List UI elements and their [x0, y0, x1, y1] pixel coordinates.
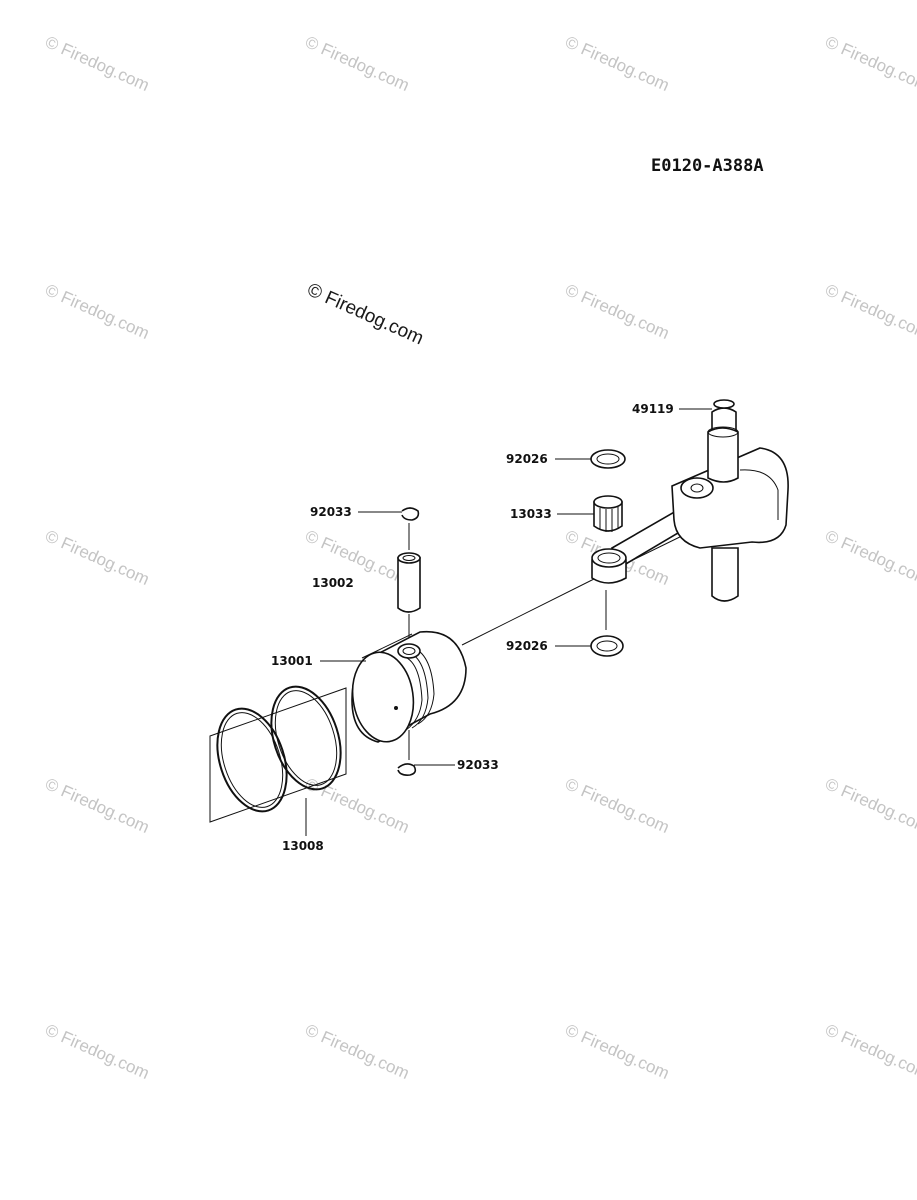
reference-code: E0120-A388A: [651, 156, 764, 176]
part-number-needle-bearing: 13033: [510, 507, 552, 521]
watermark: © Firedog.com: [42, 280, 152, 343]
watermark: © Firedog.com: [822, 32, 917, 95]
part-number-circlip-upper: 92033: [310, 505, 352, 519]
part-number-piston-ring-set: 13008: [282, 839, 324, 853]
watermark: © Firedog.com: [822, 280, 917, 343]
part-number-piston-pin: 13002: [312, 576, 354, 590]
watermark-layer: © Firedog.com © Firedog.com © Firedog.co…: [42, 32, 917, 1083]
washer-upper: [590, 449, 626, 469]
piston-ring-set: [209, 685, 347, 823]
watermark: © Firedog.com: [42, 32, 152, 95]
watermark-prominent: © Firedog.com: [304, 279, 427, 349]
watermark: © Firedog.com: [822, 774, 917, 837]
watermark: © Firedog.com: [562, 1020, 672, 1083]
watermark: © Firedog.com: [562, 774, 672, 837]
watermark: © Firedog.com: [562, 280, 672, 343]
circlip-lower: [397, 763, 417, 776]
piston: [351, 630, 467, 743]
crankshaft: [610, 399, 789, 602]
watermark: © Firedog.com: [42, 1020, 152, 1083]
part-number-circlip-lower: 92033: [457, 758, 499, 772]
part-number-crankshaft: 49119: [632, 402, 674, 416]
rod-small-end: [591, 548, 627, 584]
assembly-axis-line: [461, 575, 601, 646]
part-number-washer-upper: 92026: [506, 452, 548, 466]
watermark: © Firedog.com: [822, 526, 917, 589]
part-number-piston: 13001: [271, 654, 313, 668]
watermark: © Firedog.com: [42, 774, 152, 837]
part-number-washer-lower: 92026: [506, 639, 548, 653]
watermark: © Firedog.com: [42, 526, 152, 589]
washer-lower: [590, 635, 624, 657]
piston-pin: [397, 552, 421, 613]
watermark: © Firedog.com: [562, 32, 672, 95]
circlip-upper: [401, 507, 420, 521]
needle-bearing: [593, 495, 623, 532]
watermark: © Firedog.com: [302, 32, 412, 95]
watermark: © Firedog.com: [302, 1020, 412, 1083]
watermark: © Firedog.com: [822, 1020, 917, 1083]
